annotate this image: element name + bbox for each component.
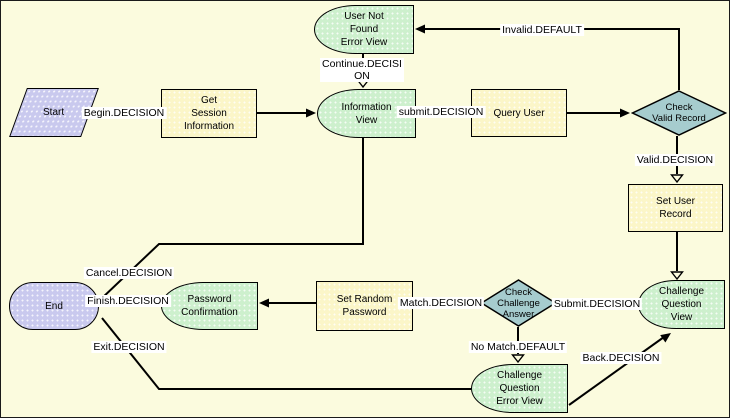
node-end[interactable]: End [9,282,99,330]
node-challenge-question-error-view[interactable]: Challenge Question Error View [471,364,568,413]
connector-label-finish[interactable]: Finish.DECISION [85,295,171,307]
connector-label-submit-info[interactable]: submit.DECISION [396,106,486,118]
node-label: Check Challenge Answer [497,286,540,320]
node-password-confirmation[interactable]: Password Confirmation [161,282,258,330]
node-check-valid-record[interactable]: Check Valid Record [631,90,727,136]
arrowhead-solid [306,108,316,118]
node-label: Password Confirmation [181,294,238,318]
node-label: Set User Record [656,196,695,220]
connector-set-user-to-challenge-view[interactable] [670,232,684,281]
connector-get-to-information[interactable] [257,108,316,118]
connector-back[interactable] [568,333,671,406]
connector-label-match[interactable]: Match.DECISION [397,297,485,309]
node-label: Set Random Password [336,294,393,318]
node-check-challenge-answer[interactable]: Check Challenge Answer [480,279,557,327]
node-label: End [45,300,63,312]
node-label: Check Valid Record [652,102,706,124]
connector-label-back[interactable]: Back.DECISION [580,352,662,364]
arrowhead-solid [259,298,269,308]
connector-line[interactable] [568,336,665,406]
connector-label-exit[interactable]: Exit.DECISION [91,341,167,353]
arrowhead-hollow [511,354,525,364]
node-label: Start [43,107,65,118]
node-set-random-password[interactable]: Set Random Password [316,281,413,331]
node-label: Query User [493,107,545,119]
diamond-shape [631,90,727,136]
node-label: Get Session Information [183,95,235,132]
arrowhead-hollow [670,174,684,184]
node-get-session-information[interactable]: Get Session Information [161,89,257,138]
connector-set-random-to-password-confirmation[interactable] [259,298,316,308]
arrowhead-solid [415,24,425,34]
arrowhead-solid [620,108,630,118]
connector-label-invalid[interactable]: Invalid.DEFAULT [500,24,584,36]
node-label: Challenge Question Error View [496,370,543,407]
node-information-view[interactable]: Information View [317,89,416,138]
connector-label-cancel[interactable]: Cancel.DECISION [83,267,175,279]
connector-query-to-check-valid[interactable] [567,108,630,118]
node-label: Information View [341,101,392,126]
arrowhead-solid [660,333,671,343]
node-label: User Not Found Error View [340,11,388,48]
connector-label-submit-challenge[interactable]: Submit.DECISION [551,298,643,310]
connector-label-no-match[interactable]: No Match.DEFAULT [468,341,568,353]
connector-exit[interactable] [101,317,471,390]
connector-label-valid[interactable]: Valid.DECISION [634,154,716,166]
connector-line[interactable] [424,28,680,90]
connector-label-begin[interactable]: Begin.DECISION [81,107,167,119]
node-label: Challenge Question View [658,286,705,323]
arrowhead-hollow [670,271,684,281]
connector-line[interactable] [101,317,471,390]
connector-label-continue[interactable]: Continue.DECISI ON [320,58,404,82]
diamond-shape [480,279,557,327]
node-query-user[interactable]: Query User [471,89,567,137]
node-set-user-record[interactable]: Set User Record [628,184,723,232]
node-challenge-question-view[interactable]: Challenge Question View [638,280,725,329]
node-user-not-found-error-view[interactable]: User Not Found Error View [314,5,414,54]
